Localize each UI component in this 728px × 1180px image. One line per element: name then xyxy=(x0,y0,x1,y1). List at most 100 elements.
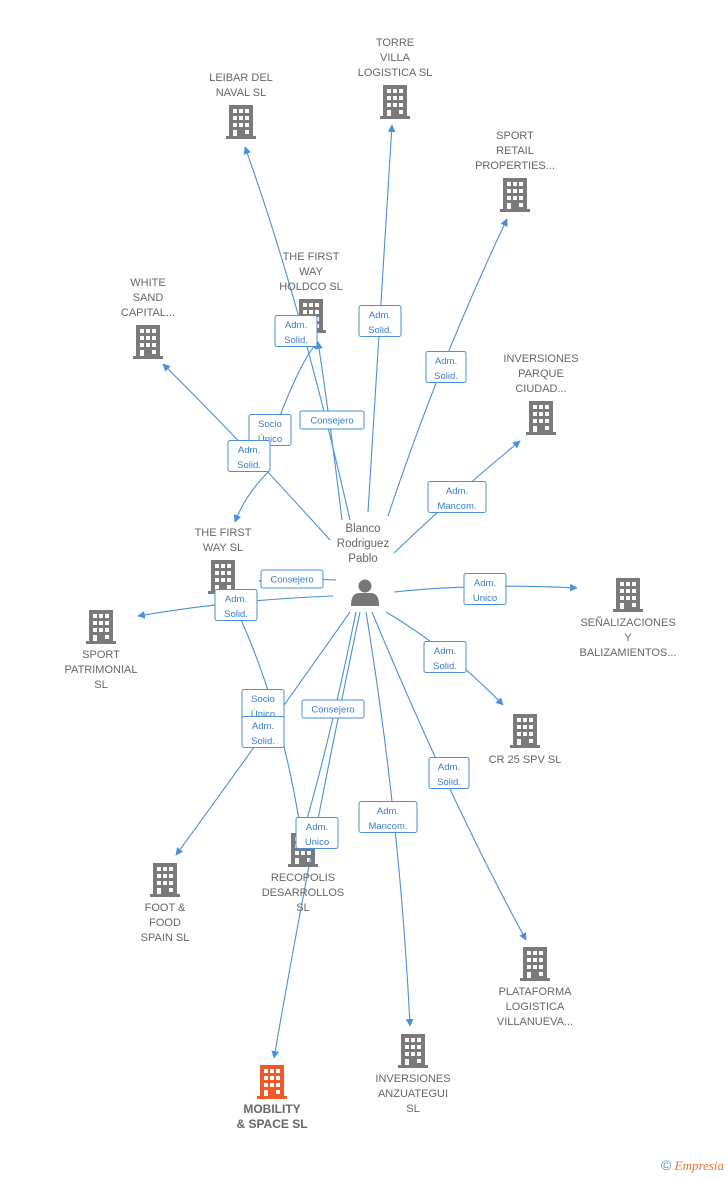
edge-label-text: Unico xyxy=(305,837,329,848)
edge-label: Adm. Unico xyxy=(463,573,507,605)
company-name: VILLANUEVA... xyxy=(497,1016,573,1028)
edges-layer xyxy=(137,124,578,1059)
edge-label-box xyxy=(301,699,365,719)
edge-label: Adm.Solid. xyxy=(425,351,467,383)
edge-label-text: Consejero xyxy=(310,416,353,427)
edge-label-text: Adm. xyxy=(369,310,391,321)
edge-label-box xyxy=(423,641,467,673)
edge-label-box xyxy=(299,410,365,430)
edge-label: Adm. Solid. xyxy=(214,589,258,621)
building-icon xyxy=(226,105,256,139)
company-name: WHITE xyxy=(130,277,165,289)
edge-label-text: Solid. xyxy=(368,325,392,336)
company-name: CAPITAL... xyxy=(121,307,175,319)
company-name: & SPACE SL xyxy=(236,1117,307,1131)
edge-label-box xyxy=(295,817,339,849)
building-icon xyxy=(380,85,410,119)
edge-label-text: Mancom. xyxy=(437,501,476,512)
edge-label-text: Adm. xyxy=(435,356,457,367)
edge-line xyxy=(315,341,343,521)
company-node-senalizaciones[interactable]: SEÑALIZACIONESYBALIZAMIENTOS... xyxy=(580,578,677,659)
company-name: RETAIL xyxy=(496,145,534,157)
company-name: SL xyxy=(296,902,309,914)
company-name: MOBILITY xyxy=(243,1102,300,1116)
company-name: SL xyxy=(406,1103,419,1115)
company-name: TORRE xyxy=(376,37,414,49)
company-name: BALIZAMIENTOS... xyxy=(580,647,677,659)
company-name: THE FIRST xyxy=(195,527,252,539)
company-name: HOLDCO SL xyxy=(279,281,343,293)
edge-label: Consejero xyxy=(301,699,365,719)
company-name: FOOT & xyxy=(145,902,186,914)
edge-label-text: Solid. xyxy=(437,777,461,788)
person-icon xyxy=(351,579,379,606)
company-name: FOOD xyxy=(149,917,181,929)
building-icon xyxy=(257,1065,287,1099)
building-icon xyxy=(398,1034,428,1068)
edge-label: Adm. Mancom. xyxy=(427,481,487,513)
edge-label: Adm.Solid. xyxy=(428,757,470,789)
edge-label-text: Adm. xyxy=(434,646,456,657)
edge-label: Adm. Unico xyxy=(295,817,339,849)
company-name: INVERSIONES xyxy=(375,1073,450,1085)
edge-labels-layer: Adm.Solid.Adm.Solid.Adm.Solid.SocioÚnico… xyxy=(214,305,507,849)
building-icon xyxy=(520,947,550,981)
company-name: PATRIMONIAL xyxy=(65,664,138,676)
company-node-mobility[interactable]: MOBILITY& SPACE SL xyxy=(236,1065,308,1131)
edge-label-text: Adm. xyxy=(225,594,247,605)
company-node-cr25[interactable]: CR 25 SPV SL xyxy=(489,714,562,766)
company-name: SAND xyxy=(133,292,164,304)
edge-label-text: Adm. xyxy=(238,445,260,456)
company-name: DESARROLLOS xyxy=(262,887,345,899)
building-icon xyxy=(500,178,530,212)
company-name: PARQUE xyxy=(518,368,564,380)
edge-label-box xyxy=(260,569,324,589)
edge-label-text: Único xyxy=(251,709,275,720)
edge-label-box xyxy=(463,573,507,605)
edge-label-box xyxy=(425,351,467,383)
edge-label-box xyxy=(241,716,285,748)
edge-label-box xyxy=(227,440,271,472)
company-node-sport_retail[interactable]: SPORTRETAILPROPERTIES... xyxy=(475,130,555,212)
building-icon xyxy=(613,578,643,612)
edge-label-text: Adm. xyxy=(474,578,496,589)
building-icon xyxy=(208,560,238,594)
person-name: Blanco xyxy=(345,523,380,535)
edge-label-box xyxy=(358,305,402,337)
company-node-white_sand[interactable]: WHITE SAND CAPITAL... xyxy=(121,277,175,359)
company-node-inversiones_parque[interactable]: INVERSIONESPARQUECIUDAD... xyxy=(503,353,579,435)
edge-label-text: Adm. xyxy=(285,320,307,331)
edge-label: Consejero xyxy=(299,410,365,430)
brand-logo[interactable]: Empresia xyxy=(674,1158,724,1173)
company-name: VILLA xyxy=(380,52,411,64)
edge-label-text: Adm. xyxy=(306,822,328,833)
edge-label-text: Mancom. xyxy=(368,821,407,832)
edge-label-text: Unico xyxy=(473,593,497,604)
edge-label-text: Solid. xyxy=(284,335,308,346)
company-name: CR 25 SPV SL xyxy=(489,754,562,766)
edge-label: Consejero xyxy=(260,569,324,589)
edge-label-text: Solid. xyxy=(433,661,457,672)
edge-label-box xyxy=(214,589,258,621)
edge-label-text: Socio xyxy=(258,419,282,430)
building-icon xyxy=(510,714,540,748)
building-icon xyxy=(86,610,116,644)
company-name: SPORT xyxy=(82,649,120,661)
company-name: SEÑALIZACIONES xyxy=(580,616,675,629)
edge-label-text: Adm. xyxy=(446,486,468,497)
edge-label-text: Solid. xyxy=(237,460,261,471)
building-icon xyxy=(150,863,180,897)
company-node-plataforma[interactable]: PLATAFORMALOGISTICAVILLANUEVA... xyxy=(497,947,573,1028)
edge-label-text: Solid. xyxy=(224,609,248,620)
